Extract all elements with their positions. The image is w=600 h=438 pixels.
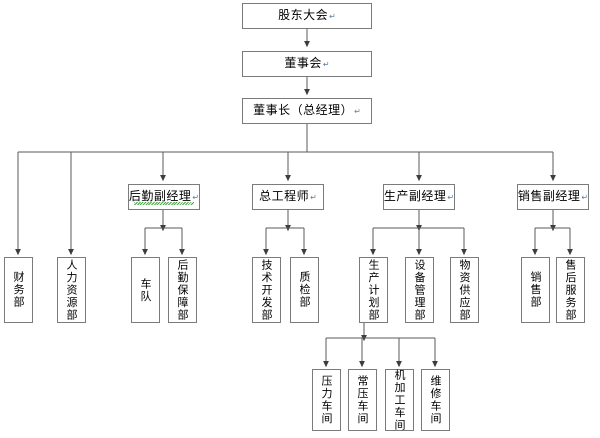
node-pressure-workshop[interactable]: 压力车间 [312,369,341,431]
node-label-atmospheric-workshop: 常压车间 [356,375,369,425]
node-production-planning-department[interactable]: 生产计划部 [359,257,388,323]
node-label-fleet-team: 车队 [139,277,152,303]
node-sales-department[interactable]: 销售部 [521,257,550,323]
node-label-production-vice-manager: 生产副经理 [383,189,447,204]
node-shareholders-meeting[interactable]: 股东大会↵ [242,3,372,29]
node-materials-supply-department[interactable]: 物资供应部 [450,257,479,323]
node-label-finance-department: 财务部 [12,271,25,309]
node-chief-engineer[interactable]: 总工程师↵ [252,184,324,210]
pilcrow-mark: ↵ [310,192,317,202]
node-logistics-vice-manager[interactable]: 后勤副经理↵ [128,184,200,210]
node-fleet-team[interactable]: 车队 [131,257,160,323]
node-label-chief-engineer: 总工程师 [259,189,310,204]
node-finance-department[interactable]: 财务部 [4,257,33,323]
pilcrow-mark: ↵ [329,11,336,21]
node-label-materials-supply-department: 物资供应部 [458,258,471,322]
spellcheck-underline [134,202,194,205]
pilcrow-mark: ↵ [354,106,361,116]
node-label-technical-development-department: 技术开发部 [260,258,273,322]
node-technical-development-department[interactable]: 技术开发部 [252,257,281,323]
node-atmospheric-workshop[interactable]: 常压车间 [348,369,377,431]
node-label-maintenance-workshop: 维修车间 [429,375,442,425]
node-label-production-planning-department: 生产计划部 [367,258,380,322]
node-machining-workshop[interactable]: 机加工车间 [385,369,414,431]
node-quality-inspection-department[interactable]: 质检部 [290,257,319,323]
node-label-equipment-management-department: 设备管理部 [413,258,426,322]
node-label-board-of-directors: 董事会 [284,56,322,71]
pilcrow-mark: ↵ [322,59,330,69]
node-label-hr-department: 人力资源部 [65,258,78,322]
node-label-quality-inspection-department: 质检部 [298,271,311,309]
node-label-sales-department: 销售部 [529,271,542,309]
node-maintenance-workshop[interactable]: 维修车间 [421,369,450,431]
node-board-of-directors[interactable]: 董事会↵ [242,51,372,77]
node-label-logistics-vice-manager: 后勤副经理 [128,189,192,204]
node-label-sales-vice-manager: 销售副经理 [517,189,581,204]
node-after-sales-service-department[interactable]: 售后服务部 [556,257,585,323]
pilcrow-mark: ↵ [447,192,455,202]
pilcrow-mark: ↵ [581,192,589,202]
node-production-vice-manager[interactable]: 生产副经理↵ [383,184,455,210]
node-logistics-support-department[interactable]: 后勤保障部 [168,257,197,323]
node-equipment-management-department[interactable]: 设备管理部 [405,257,434,323]
node-sales-vice-manager[interactable]: 销售副经理↵ [517,184,589,210]
node-label-chairman-general-manager: 董事长（总经理） [253,103,354,118]
node-label-logistics-support-department: 后勤保障部 [176,258,189,322]
node-chairman-general-manager[interactable]: 董事长（总经理）↵ [242,98,372,124]
node-label-machining-workshop: 机加工车间 [393,368,406,432]
node-label-shareholders-meeting: 股东大会 [278,8,329,23]
node-label-pressure-workshop: 压力车间 [320,375,333,425]
node-hr-department[interactable]: 人力资源部 [57,257,86,323]
node-label-after-sales-service-department: 售后服务部 [564,258,577,322]
pilcrow-mark: ↵ [192,192,200,202]
